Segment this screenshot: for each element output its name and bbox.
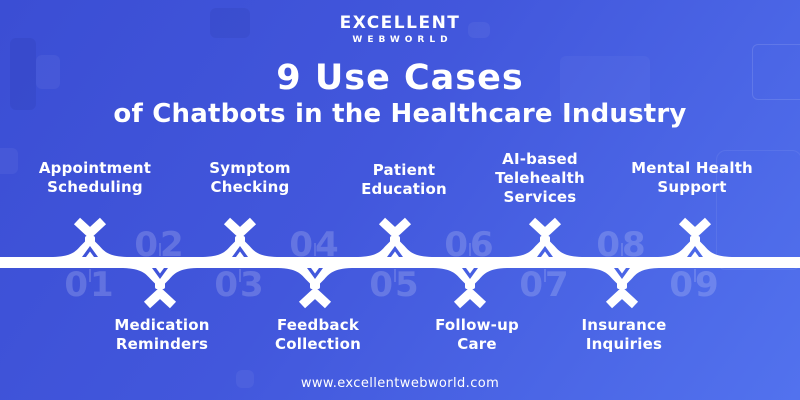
timeline-node-07 (508, 221, 582, 282)
timeline-node-03 (203, 221, 277, 282)
website-url: www.excellentwebworld.com (300, 376, 500, 391)
brand-logo: EXCELLENT WEBWORLD (0, 15, 800, 45)
step-number-09: 09 (669, 265, 721, 305)
timeline-node-04 (278, 243, 352, 305)
timeline-node-09 (658, 221, 732, 282)
page-title: 9 Use Cases of Chatbots in the Healthcar… (0, 58, 800, 130)
use-case-label-medication-reminders: Medication Reminders (114, 316, 210, 353)
step-number-03: 03 (214, 265, 266, 305)
step-number-05: 05 (369, 265, 421, 305)
use-case-label-ai-telehealth: AI-based Telehealth Services (495, 150, 585, 206)
title-line-2: of Chatbots in the Healthcare Industry (113, 99, 687, 129)
step-number-04: 04 (265, 228, 365, 262)
timeline-line (0, 257, 800, 268)
use-case-label-insurance-inquiries: Insurance Inquiries (581, 316, 667, 353)
step-number-08: 08 (572, 228, 672, 262)
use-case-label-symptom-checking: Symptom Checking (209, 159, 291, 196)
timeline-node-01 (53, 221, 127, 282)
step-number-02: 02 (110, 228, 210, 262)
use-case-label-follow-up-care: Follow-up Care (435, 316, 519, 353)
timeline-node-08 (585, 243, 659, 305)
use-case-label-feedback-collection: Feedback Collection (275, 316, 361, 353)
timeline-graphic (0, 198, 800, 328)
title-line-1: 9 Use Cases (276, 58, 524, 98)
brand-name: EXCELLENT (339, 13, 461, 33)
brand-subname: WEBWORLD (352, 35, 453, 45)
step-number-07: 07 (519, 265, 571, 305)
timeline-node-02 (123, 243, 197, 305)
timeline-node-05 (358, 221, 432, 282)
step-number-01: 01 (64, 265, 116, 305)
use-case-label-appointment-scheduling: Appointment Scheduling (38, 159, 152, 196)
use-case-label-mental-health: Mental Health Support (631, 159, 753, 196)
step-number-06: 06 (420, 228, 520, 262)
timeline-node-06 (433, 243, 507, 305)
use-case-label-patient-education: Patient Education (361, 161, 447, 198)
